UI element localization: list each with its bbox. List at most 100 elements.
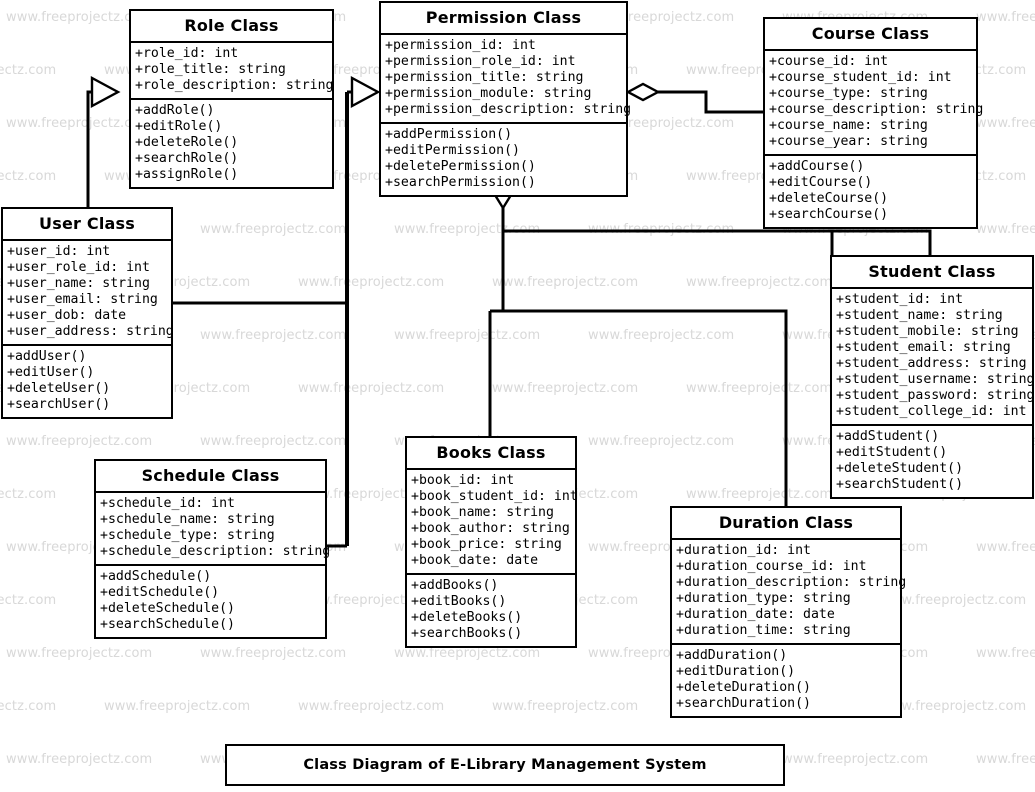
class-box-student[interactable]: Student Class +student_id: int +student_… [830, 255, 1035, 499]
watermark-text: www.freeprojectz.com [298, 699, 445, 714]
class-attribute: +course_year: string [769, 134, 928, 149]
class-attributes-permission: +permission_id: int +permission_role_id:… [381, 35, 632, 122]
watermark-text: www.freeprojectz.com [298, 275, 445, 290]
class-title-user: User Class [39, 214, 135, 233]
class-method: +addStudent() [836, 429, 940, 444]
class-method: +editPermission() [385, 143, 520, 158]
class-separator [96, 564, 325, 566]
class-attributes-schedule: +schedule_id: int +schedule_name: string… [96, 493, 331, 564]
class-methods-books: +addBooks() +editBooks() +deleteBooks() … [407, 575, 575, 646]
class-box-permission[interactable]: Permission Class +permission_id: int +pe… [379, 1, 632, 197]
class-method: +addCourse() [769, 159, 865, 174]
class-attribute: +permission_id: int [385, 38, 536, 53]
class-attribute: +user_email: string [7, 292, 158, 307]
watermark-text: www.freeprojectz.com [104, 699, 251, 714]
class-attribute: +book_id: int [411, 473, 515, 488]
class-attribute: +course_type: string [769, 86, 928, 101]
class-separator [407, 468, 575, 470]
class-separator [765, 49, 976, 51]
watermark-text: www.freeprojectz.com [200, 328, 347, 343]
class-attribute: +duration_type: string [676, 591, 851, 606]
class-attribute: +schedule_id: int [100, 496, 235, 511]
class-box-user[interactable]: User Class +user_id: int +user_role_id: … [1, 207, 174, 419]
watermark-text: www.freeprojectz.com [394, 222, 541, 237]
class-attribute: +book_date: date [411, 553, 539, 568]
class-methods-permission: +addPermission() +editPermission() +dele… [381, 124, 626, 195]
class-methods-course: +addCourse() +editCourse() +deleteCourse… [765, 156, 976, 227]
class-title-schedule: Schedule Class [141, 466, 280, 485]
class-separator [765, 154, 976, 156]
class-method: +deleteBooks() [411, 610, 523, 625]
class-method: +deletePermission() [385, 159, 536, 174]
class-method: +searchStudent() [836, 477, 964, 492]
class-attribute: +role_description: string [135, 78, 334, 93]
class-methods-role: +addRole() +editRole() +deleteRole() +se… [131, 100, 332, 187]
class-method: +editDuration() [676, 664, 796, 679]
watermark-text: www.freeprojectz.com [588, 222, 735, 237]
watermark-text: www.freeprojectz.com [492, 275, 639, 290]
class-method: +editStudent() [836, 445, 948, 460]
watermark-text: www.freeprojectz.com [976, 646, 1035, 661]
watermark-text: www.freeprojectz.com [686, 487, 833, 502]
watermark-text: www.freeprojectz.com [976, 222, 1035, 237]
class-attribute: +book_name: string [411, 505, 554, 520]
watermark-text: www.freeprojectz.com [0, 487, 57, 502]
class-method: +editCourse() [769, 175, 873, 190]
class-box-course[interactable]: Course Class +course_id: int +course_stu… [763, 17, 983, 229]
watermark-text: www.freeprojectz.com [0, 593, 57, 608]
watermark-text: www.freeprojectz.com [588, 434, 735, 449]
diagram-caption-text: Class Diagram of E-Library Management Sy… [303, 757, 707, 773]
class-method: +addPermission() [385, 127, 513, 142]
aggregation-diamond-permission-course [625, 82, 661, 102]
class-method: +addSchedule() [100, 569, 212, 584]
class-box-duration[interactable]: Duration Class +duration_id: int +durati… [670, 506, 906, 718]
class-box-books[interactable]: Books Class +book_id: int +book_student_… [405, 436, 578, 648]
class-attribute: +permission_description: string [385, 102, 632, 117]
class-attribute: +course_id: int [769, 54, 889, 69]
class-method: +searchDuration() [676, 696, 811, 711]
class-attribute: +schedule_name: string [100, 512, 275, 527]
edge-user-to-role [86, 90, 118, 207]
watermark-text: www.freeprojectz.com [976, 540, 1035, 555]
class-attribute: +student_email: string [836, 340, 1011, 355]
watermark-text: www.freeprojectz.com [686, 381, 833, 396]
class-title-student: Student Class [868, 262, 996, 281]
watermark-text: www.freeprojectz.com [0, 63, 57, 78]
class-separator [96, 491, 325, 493]
class-separator [3, 239, 171, 241]
class-attribute: +schedule_type: string [100, 528, 275, 543]
watermark-text: www.freeprojectz.com [492, 381, 639, 396]
class-attribute: +schedule_description: string [100, 544, 331, 559]
class-title-permission: Permission Class [425, 8, 582, 27]
watermark-text: www.freeprojectz.com [0, 699, 57, 714]
class-method: +deleteStudent() [836, 461, 964, 476]
class-box-schedule[interactable]: Schedule Class +schedule_id: int +schedu… [94, 459, 331, 639]
class-method: +editBooks() [411, 594, 507, 609]
edge-permission-to-student [503, 229, 932, 255]
class-title-role: Role Class [184, 16, 279, 35]
class-separator [832, 424, 1032, 426]
class-method: +searchBooks() [411, 626, 523, 641]
watermark-text: www.freeprojectz.com [200, 434, 347, 449]
watermark-text: www.freeprojectz.com [782, 752, 929, 767]
watermark-text: www.freeprojectz.com [200, 222, 347, 237]
class-attribute: +permission_title: string [385, 70, 584, 85]
class-method: +addUser() [7, 349, 87, 364]
class-separator [131, 98, 332, 100]
class-attribute: +student_mobile: string [836, 324, 1019, 339]
generalization-arrowhead-role [90, 75, 121, 109]
watermark-text: www.freeprojectz.com [492, 699, 639, 714]
class-attribute: +course_student_id: int [769, 70, 952, 85]
class-method: +deleteCourse() [769, 191, 889, 206]
class-box-role[interactable]: Role Class +role_id: int +role_title: st… [129, 9, 334, 189]
class-attribute: +user_address: string [7, 324, 174, 339]
class-separator [3, 344, 171, 346]
class-method: +searchPermission() [385, 175, 536, 190]
class-separator [832, 287, 1032, 289]
class-attribute: +student_username: string [836, 372, 1035, 387]
class-attribute: +book_student_id: int [411, 489, 578, 504]
class-method: +searchCourse() [769, 207, 889, 222]
class-title-books: Books Class [436, 443, 546, 462]
class-method: +editUser() [7, 365, 95, 380]
